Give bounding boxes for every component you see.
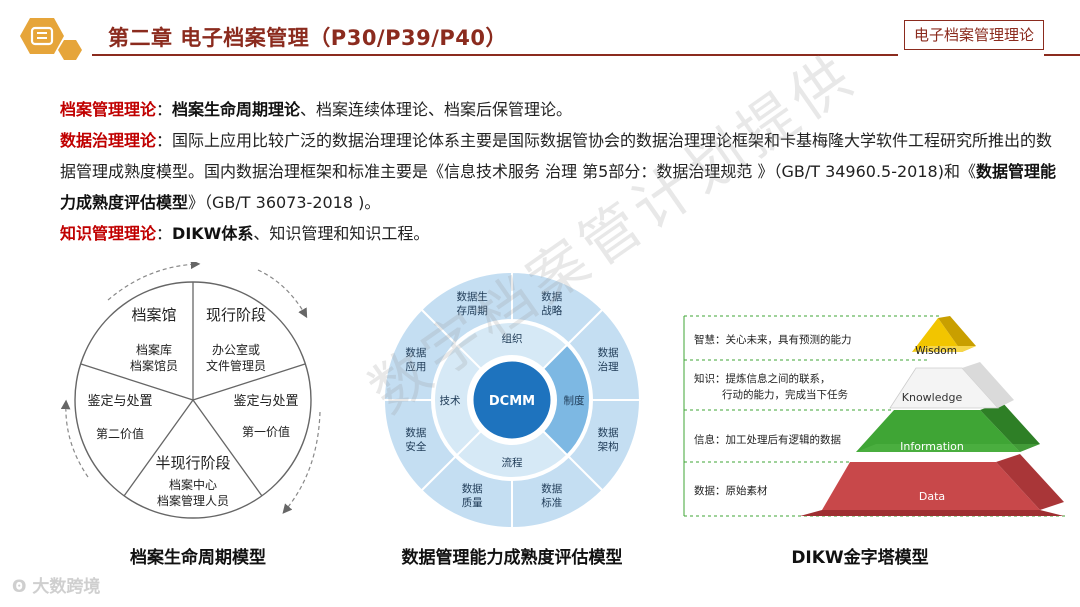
dcmm-outer-label: 数据: [405, 426, 426, 439]
stage-semicurrent-l1: 档案中心: [169, 477, 217, 492]
dcmm-center-label: DCMM: [489, 394, 535, 409]
wisdom-desc: 智慧：关心未来，具有预测的能力: [694, 333, 852, 346]
dcmm-outer-label: 数据: [541, 482, 562, 495]
term-archives: 档案管理理论: [60, 100, 156, 119]
p2-text2: 》（GB/T 36073-2018 )。: [188, 193, 380, 212]
dcmm-outer-label: 数据: [405, 346, 426, 359]
dcmm-outer-label: 质量: [462, 497, 483, 509]
knowledge-desc-1: 知识：提炼信息之间的联系，: [694, 372, 831, 385]
dcmm-inner-label: 流程: [502, 456, 523, 469]
dcmm-outer-label: 数据生: [456, 290, 488, 303]
body-text: 档案管理理论：档案生命周期理论、档案连续体理论、档案后保管理论。 数据治理理论：…: [60, 94, 1060, 249]
dcmm-outer-label: 数据: [462, 482, 483, 495]
document-hexagon-icon: [18, 16, 88, 64]
stage-appraisal1-l1: 第一价值: [242, 424, 290, 439]
term-data-governance: 数据治理理论: [60, 131, 156, 150]
p3-rest: 、知识管理和知识工程。: [253, 224, 429, 243]
dcmm-inner-label: 制度: [564, 394, 585, 407]
colon: ：: [156, 131, 172, 150]
paragraph-knowledge: 知识管理理论：DIKW体系、知识管理和知识工程。: [60, 218, 1060, 249]
bold-lifecycle: 档案生命周期理论: [172, 100, 300, 119]
stage-appraisal2-title: 鉴定与处置: [87, 394, 152, 409]
data-desc: 数据：原始素材: [694, 484, 768, 497]
stage-archives-title: 档案馆: [131, 306, 176, 324]
stage-appraisal1-title: 鉴定与处置: [233, 394, 298, 409]
colon: ：: [156, 224, 172, 243]
bold-dikw: DIKW体系: [172, 224, 253, 243]
colon: ：: [156, 100, 172, 119]
stage-semicurrent-l2: 档案管理人员: [157, 493, 229, 508]
dcmm-outer-label: 数据: [541, 290, 562, 303]
dcmm-outer-label: 数据: [598, 426, 619, 439]
dcmm-outer-label: 战略: [541, 304, 562, 317]
information-desc: 信息：加工处理后有逻辑的数据: [694, 433, 841, 446]
section-tag: 电子档案管理理论: [904, 20, 1044, 50]
dcmm-outer-label: 数据: [598, 346, 619, 359]
stage-semicurrent-title: 半现行阶段: [155, 454, 230, 472]
dcmm-caption: 数据管理能力成熟度评估模型: [382, 543, 642, 568]
dcmm-outer-label: 安全: [405, 440, 426, 453]
p2-text1: 国际上应用比较广泛的数据治理理论体系主要是国际数据管协会的数据治理理论框架和卡基…: [60, 131, 1052, 181]
brand-text: 大数跨境: [32, 577, 100, 597]
dcmm-outer-label: 架构: [598, 440, 619, 453]
knowledge-desc-2: 行动的能力，完成当下任务: [722, 388, 848, 401]
paragraph-archives: 档案管理理论：档案生命周期理论、档案连续体理论、档案后保管理论。: [60, 94, 1060, 125]
dcmm-outer-label: 存周期: [456, 304, 488, 317]
dcmm-outer-label: 应用: [405, 360, 426, 373]
dcmm-outer-label: 标准: [541, 497, 562, 509]
wisdom-label: Wisdom: [915, 345, 957, 357]
dcmm-outer-label: 治理: [598, 360, 619, 373]
stage-current-l2: 文件管理员: [206, 358, 266, 373]
dcmm-inner-label: 技术: [440, 394, 461, 407]
dikw-pyramid: Wisdom Knowledge Information Data 智慧：关心未…: [680, 312, 1080, 522]
header-divider: [92, 54, 898, 56]
dcmm-wheel: 数据战略数据治理数据架构数据标准数据质量数据安全数据应用数据生存周期组织制度流程…: [382, 270, 642, 530]
stage-archives-l1: 档案库: [136, 342, 172, 357]
stage-current-title: 现行阶段: [206, 306, 266, 324]
slide-header: 第二章 电子档案管理（P30/P39/P40） 电子档案管理理论: [0, 0, 1080, 64]
dikw-caption: DIKW金字塔模型: [770, 543, 950, 568]
paragraph-data-governance: 数据治理理论：国际上应用比较广泛的数据治理理论体系主要是国际数据管协会的数据治理…: [60, 125, 1060, 218]
stage-appraisal2-l1: 第二价值: [96, 426, 144, 441]
term-knowledge: 知识管理理论: [60, 224, 156, 243]
lifecycle-caption: 档案生命周期模型: [88, 543, 308, 568]
stage-archives-l2: 档案馆员: [130, 358, 178, 373]
stage-current-l1: 办公室或: [212, 342, 260, 357]
header-divider-right: [1044, 54, 1080, 56]
page-title: 第二章 电子档案管理（P30/P39/P40）: [108, 22, 507, 52]
dcmm-inner-label: 组织: [502, 332, 523, 345]
knowledge-label: Knowledge: [902, 391, 963, 404]
brand-icon: ʘ: [12, 577, 26, 597]
information-label: Information: [900, 440, 964, 453]
data-label: Data: [919, 490, 945, 503]
p1-rest: 、档案连续体理论、档案后保管理论。: [300, 100, 572, 119]
brand-logo: ʘ 大数跨境: [12, 572, 100, 597]
lifecycle-diagram: 档案馆 档案库 档案馆员 现行阶段 办公室或 文件管理员 鉴定与处置 第一价值 …: [48, 262, 348, 532]
